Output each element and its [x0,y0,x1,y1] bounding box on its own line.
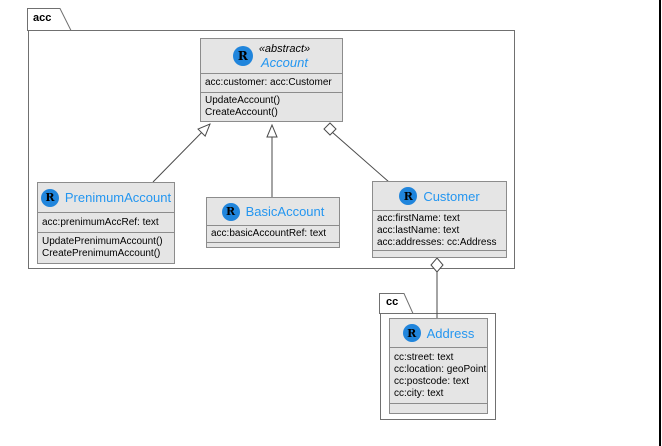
operation: CreateAccount() [205,107,278,118]
package-acc-body[interactable] [28,30,515,269]
class-basicaccount[interactable]: R BasicAccount acc:basicAccountRef: text [206,197,340,248]
operations-compartment[interactable] [390,403,487,413]
resource-icon: R [402,324,421,342]
operation: UpdatePrenimumAccount() [42,236,163,247]
class-customer-header[interactable]: R Customer [373,182,506,210]
attribute: acc:basicAccountRef: text [211,228,327,239]
resource-icon: R [232,46,253,67]
class-name: BasicAccount [245,204,325,219]
operations-compartment[interactable]: UpdateAccount() CreateAccount() [201,92,342,121]
package-cc-label: cc [386,296,399,308]
aggregation-diamond-account[interactable] [323,122,337,136]
operation: UpdateAccount() [205,95,281,106]
attribute: cc:street: text [394,351,454,363]
class-account[interactable]: R «abstract» Account acc:customer: acc:C… [200,38,343,122]
resource-icon: R [221,202,240,221]
class-prenimumaccount[interactable]: R PrenimumAccount acc:prenimumAccRef: te… [37,182,175,264]
class-name: Address [426,325,475,341]
aggregation-account-customer-line[interactable] [331,131,390,183]
attributes-compartment[interactable]: acc:basicAccountRef: text [207,225,339,242]
package-acc-tab[interactable] [27,8,75,31]
attribute: acc:customer: acc:Customer [205,77,332,89]
generalization-prenimumaccount-account[interactable] [152,124,210,183]
class-name: Account [261,54,308,70]
attributes-compartment[interactable]: acc:customer: acc:Customer [201,73,342,92]
resource-icon: R [40,188,59,207]
class-address-header[interactable]: R Address [390,319,487,347]
class-address[interactable]: R Address cc:street: text cc:location: g… [389,318,488,414]
pane-divider [659,0,661,446]
package-cc-body[interactable] [380,313,496,420]
class-name: Customer [423,188,480,204]
operations-compartment[interactable] [373,250,506,257]
attribute: acc:firstName: text [377,212,460,224]
package-tab-shape[interactable] [27,8,72,31]
attribute: cc:city: text [394,387,444,399]
attribute: acc:addresses: cc:Address [377,236,497,248]
stereotype-label: «abstract» [258,42,311,55]
attributes-compartment[interactable]: acc:firstName: text acc:lastName: text a… [373,210,506,250]
operations-compartment[interactable]: UpdatePrenimumAccount() CreatePrenimumAc… [38,232,174,263]
attribute: acc:prenimumAccRef: text [42,216,159,228]
attributes-compartment[interactable]: cc:street: text cc:location: geoPoint cc… [390,347,487,403]
class-basicaccount-header[interactable]: R BasicAccount [207,198,339,225]
attribute: cc:postcode: text [394,375,470,387]
attribute: cc:location: geoPoint [394,363,487,375]
class-account-header[interactable]: R «abstract» Account [201,39,342,73]
package-tab-shape[interactable] [379,293,414,314]
package-cc-tab[interactable] [379,293,419,314]
attributes-compartment[interactable]: acc:prenimumAccRef: text [38,212,174,232]
operations-compartment[interactable] [207,242,339,247]
class-prenimumaccount-header[interactable]: R PrenimumAccount [38,183,174,212]
class-name: PrenimumAccount [64,190,172,205]
operation: CreatePrenimumAccount() [42,248,161,259]
package-acc-label: acc [33,12,52,24]
class-customer[interactable]: R Customer acc:firstName: text acc:lastN… [372,181,507,258]
resource-icon: R [399,187,418,205]
aggregation-diamond-customer[interactable] [430,257,444,273]
attribute: acc:lastName: text [377,224,460,236]
